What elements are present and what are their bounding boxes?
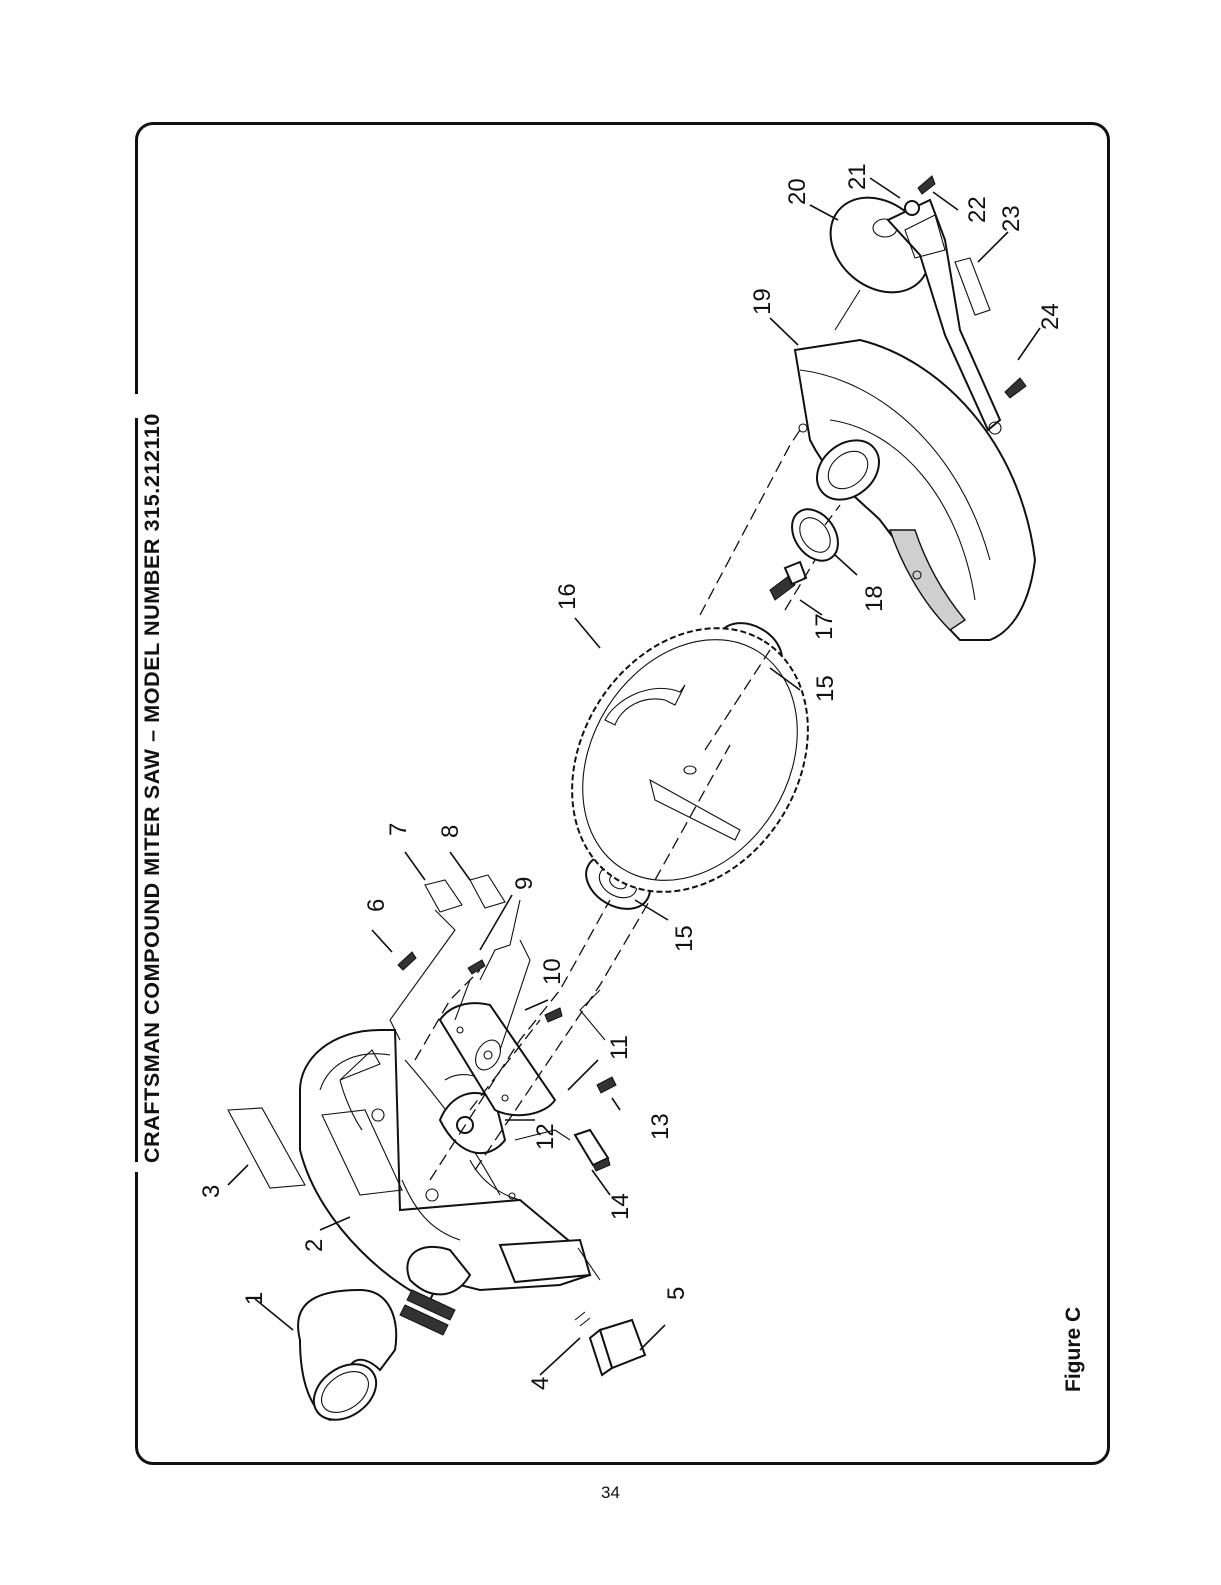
callout-10: 10 bbox=[539, 958, 566, 985]
callout-17: 17 bbox=[811, 613, 838, 640]
page-number: 34 bbox=[0, 1483, 1221, 1503]
callout-5: 3 bbox=[198, 1185, 225, 1198]
callout-1: 5 bbox=[663, 1287, 690, 1300]
callout-19: 19 bbox=[749, 288, 776, 315]
callout-20: 20 bbox=[784, 178, 811, 205]
part-24-screw bbox=[1005, 378, 1026, 398]
part-19-lower-guard bbox=[795, 340, 1035, 640]
callout-12: 12 bbox=[532, 1123, 559, 1150]
part-17-bolt bbox=[770, 562, 806, 600]
part-2-spring bbox=[575, 1312, 590, 1326]
part-10-screw bbox=[545, 1008, 562, 1022]
part-22-screw bbox=[918, 176, 935, 194]
callout-23: 23 bbox=[998, 205, 1025, 232]
part-7-label bbox=[425, 880, 462, 912]
callout-9: 9 bbox=[511, 877, 538, 890]
part-21-washer bbox=[905, 201, 919, 215]
part-4-upper-guard bbox=[300, 1030, 590, 1335]
callout-15-right: 15 bbox=[812, 675, 839, 702]
figure-caption: Figure C bbox=[1063, 1307, 1084, 1392]
part-14-screw bbox=[597, 1077, 616, 1093]
callout-18: 18 bbox=[861, 585, 888, 612]
callout-2: 4 bbox=[527, 1377, 554, 1390]
callout-11: 11 bbox=[606, 1035, 633, 1060]
callout-6: 6 bbox=[363, 899, 390, 912]
callout-3: 1 bbox=[241, 1292, 268, 1305]
callout-7: 7 bbox=[385, 823, 412, 836]
part-1-clip bbox=[590, 1320, 645, 1375]
callout-21: 21 bbox=[844, 163, 871, 190]
part-8-label bbox=[470, 875, 505, 908]
callout-4: 2 bbox=[301, 1239, 328, 1252]
part-16-saw-blade bbox=[524, 584, 856, 936]
callout-14: 13 bbox=[647, 1113, 674, 1140]
callout-8: 8 bbox=[437, 825, 464, 838]
part-6-screw bbox=[398, 952, 416, 970]
callout-15-left: 15 bbox=[671, 925, 698, 952]
part-13-clamp bbox=[575, 1130, 610, 1171]
part-9-screw bbox=[468, 960, 485, 974]
part-3-dust-elbow bbox=[298, 1290, 396, 1431]
callout-24: 24 bbox=[1037, 303, 1064, 330]
callout-22: 22 bbox=[964, 196, 991, 223]
callout-16: 16 bbox=[554, 583, 581, 610]
part-18-spring bbox=[783, 501, 848, 570]
callout-13: 14 bbox=[607, 1193, 634, 1220]
